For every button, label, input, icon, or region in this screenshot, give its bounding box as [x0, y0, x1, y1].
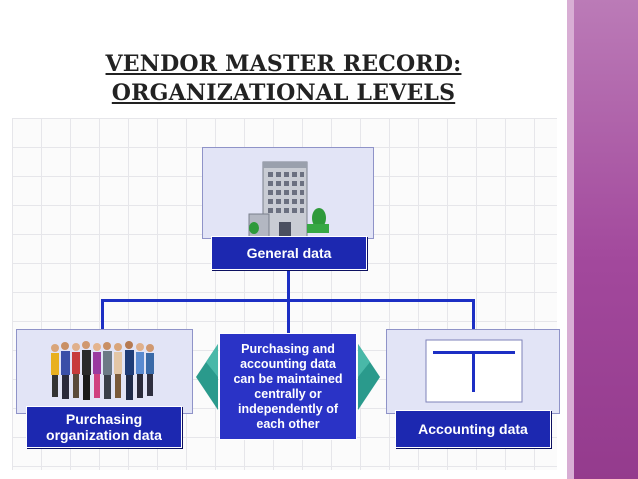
sidebar-highlight: [567, 0, 574, 479]
connector-center-drop: [287, 299, 290, 334]
decorative-sidebar: [567, 0, 638, 479]
left-arrow-icon: [196, 344, 218, 410]
people-group-icon: [51, 341, 154, 400]
connector-right-drop: [472, 299, 475, 330]
general-data-label: General data: [211, 236, 367, 270]
office-building-icon: [248, 161, 329, 238]
t-account-icon: [425, 339, 523, 403]
accounting-label: Accounting data: [395, 410, 551, 448]
title-line-2: ORGANIZATIONAL LEVELS: [111, 80, 456, 106]
right-arrow-icon: [358, 344, 380, 410]
connector-trunk: [287, 268, 290, 301]
accounting-card: [386, 329, 560, 414]
title-line-1: VENDOR MASTER RECORD:: [105, 51, 462, 77]
slide-title: VENDOR MASTER RECORD: ORGANIZATIONAL LEV…: [0, 50, 567, 108]
general-data-card: [202, 147, 374, 239]
center-note-box: Purchasing and accounting data can be ma…: [219, 333, 357, 440]
connector-left-drop: [101, 299, 104, 330]
purchasing-card: [16, 329, 193, 414]
purchasing-label: Purchasing organization data: [26, 406, 182, 448]
